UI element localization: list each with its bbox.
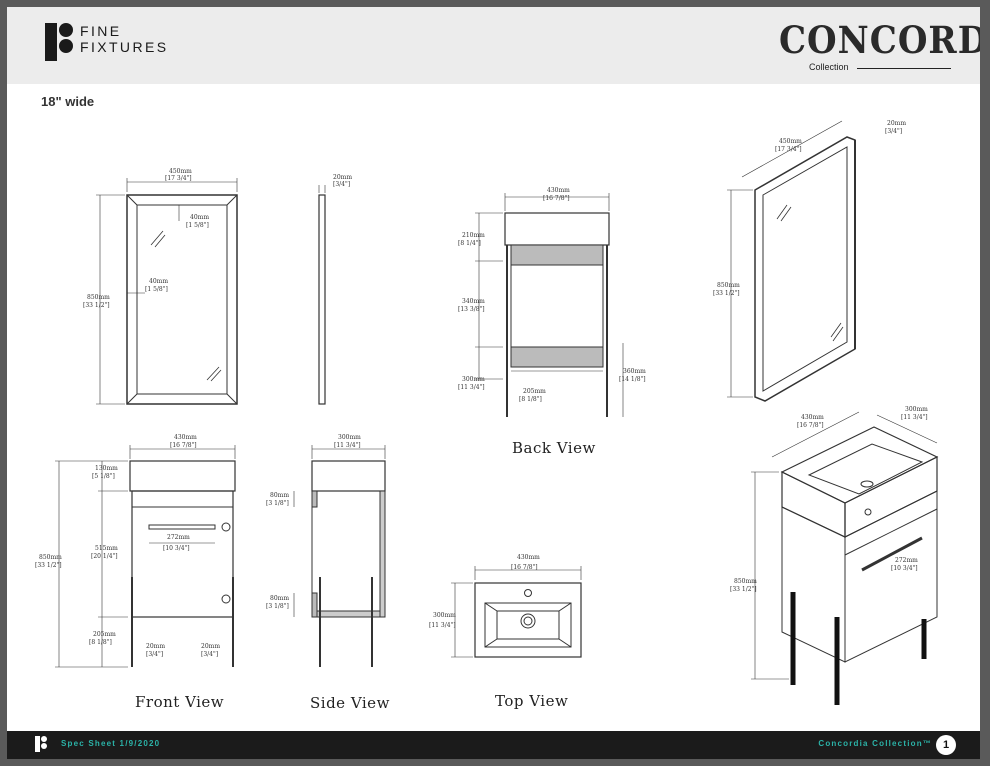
mirror-height-label: 850mm xyxy=(87,294,110,301)
back-leg-height-inch-label: [14 1/8"] xyxy=(619,376,646,383)
back-top-label: 210mm xyxy=(462,232,485,239)
mirror-frame-label: 40mm xyxy=(190,214,209,221)
front-handle-inch-label: [10 3/4"] xyxy=(163,545,190,552)
front-cabinet-inch-label: [20 1/4"] xyxy=(91,553,118,560)
technical-drawings: 450mm [17 3/4"] 40mm [1 5/8"] 40mm [1 5/… xyxy=(35,120,939,705)
brand-name-line1: FINE xyxy=(80,23,122,39)
concordia-logo: CONCORDIA Collection xyxy=(779,19,980,79)
mirror-frame-inch-label: [1 5/8"] xyxy=(186,222,209,229)
fine-fixtures-footer-logo-icon xyxy=(35,736,47,752)
back-inner-width-inch-label: [8 1/8"] xyxy=(519,396,542,403)
collection-word: Collection xyxy=(809,62,849,72)
front-leg-label: 205mm xyxy=(93,631,116,638)
mirror-side-frame-inch-label: [1 5/8"] xyxy=(145,286,168,293)
mirror-side-frame-label: 40mm xyxy=(149,278,168,285)
footer-spec-date: Spec Sheet 1/9/2020 xyxy=(61,739,161,748)
front-leg-inch-label: [8 1/8"] xyxy=(89,639,112,646)
mirror-depth-label: 20mm xyxy=(333,174,352,181)
back-width-inch-label: [16 7/8"] xyxy=(543,195,570,202)
side-depth-inch-label: [11 3/4"] xyxy=(334,442,361,449)
brand-name: FINE FIXTURES xyxy=(80,23,168,55)
top-view-label: Top View xyxy=(495,692,569,710)
fine-fixtures-logo-icon xyxy=(45,23,73,61)
back-mid-inch-label: [13 3/8"] xyxy=(458,306,485,313)
front-height-inch-label: [33 1/2"] xyxy=(35,562,62,569)
front-view-drawing xyxy=(55,445,236,668)
persp-mirror-depth-label: 20mm xyxy=(887,120,906,127)
side-top-rail-inch-label: [3 1/8"] xyxy=(266,500,289,507)
top-depth-inch-label: [11 3/4"] xyxy=(429,622,456,629)
vanity-perspective-drawing xyxy=(751,411,939,705)
side-top-rail-label: 80mm xyxy=(270,492,289,499)
spec-sheet-page: FINE FIXTURES CONCORDIA Collection 18" w… xyxy=(7,7,980,759)
front-leg-width-right-label: 20mm xyxy=(201,643,220,650)
front-top-label: 130mm xyxy=(95,465,118,472)
side-bottom-rail-inch-label: [3 1/8"] xyxy=(266,603,289,610)
persp-mirror-depth-inch-label: [3/4"] xyxy=(885,128,902,135)
back-leg-inch-label: [11 3/4"] xyxy=(458,384,485,391)
mirror-front-drawing xyxy=(96,178,238,405)
mirror-side-drawing xyxy=(318,185,326,405)
front-handle-label: 272mm xyxy=(167,534,190,541)
persp-handle-inch-label: [10 3/4"] xyxy=(891,565,918,572)
side-view-label: Side View xyxy=(310,694,390,712)
page-subtitle: 18" wide xyxy=(41,94,95,109)
mirror-height-inch-label: [33 1/2"] xyxy=(83,302,110,309)
persp-vanity-width-inch-label: [16 7/8"] xyxy=(797,422,824,429)
concordia-word: CONCORDIA xyxy=(779,19,980,63)
persp-vanity-height-label: 850mm xyxy=(734,578,757,585)
top-view-drawing xyxy=(451,566,582,658)
back-view-drawing xyxy=(475,193,624,417)
front-height-label: 850mm xyxy=(39,554,62,561)
persp-mirror-height-label: 850mm xyxy=(717,282,740,289)
back-view-label: Back View xyxy=(512,439,596,457)
persp-vanity-width-label: 430mm xyxy=(801,414,824,421)
mirror-width-label: 450mm xyxy=(169,168,192,175)
mirror-width-inch-label: [17 3/4"] xyxy=(165,175,192,182)
header: FINE FIXTURES CONCORDIA Collection xyxy=(7,7,980,84)
side-depth-label: 300mm xyxy=(338,434,361,441)
persp-mirror-height-inch-label: [33 1/2"] xyxy=(713,290,740,297)
persp-vanity-depth-inch-label: [11 3/4"] xyxy=(901,414,928,421)
persp-handle-label: 272mm xyxy=(895,557,918,564)
persp-mirror-width-label: 450mm xyxy=(779,138,802,145)
brand-name-line2: FIXTURES xyxy=(80,39,169,55)
front-leg-width-left-label: 20mm xyxy=(146,643,165,650)
front-leg-width-right-inch-label: [3/4"] xyxy=(201,651,218,658)
front-cabinet-label: 515mm xyxy=(95,545,118,552)
top-width-inch-label: [16 7/8"] xyxy=(511,564,538,571)
top-depth-label: 300mm xyxy=(433,612,456,619)
back-mid-label: 340mm xyxy=(462,298,485,305)
side-bottom-rail-label: 80mm xyxy=(270,595,289,602)
back-width-label: 430mm xyxy=(547,187,570,194)
front-top-inch-label: [5 1/8"] xyxy=(92,473,115,480)
side-view-drawing xyxy=(293,445,386,667)
collection-underline xyxy=(857,68,951,69)
back-inner-width-label: 205mm xyxy=(523,388,546,395)
footer-collection: Concordia Collection™ xyxy=(818,739,932,748)
top-width-label: 430mm xyxy=(517,554,540,561)
back-leg-label: 300mm xyxy=(462,376,485,383)
back-leg-height-label: 360mm xyxy=(623,368,646,375)
front-width-inch-label: [16 7/8"] xyxy=(170,442,197,449)
mirror-depth-inch-label: [3/4"] xyxy=(333,181,350,188)
front-view-label: Front View xyxy=(135,693,225,711)
persp-mirror-width-inch-label: [17 3/4"] xyxy=(775,146,802,153)
front-leg-width-left-inch-label: [3/4"] xyxy=(146,651,163,658)
persp-vanity-depth-label: 300mm xyxy=(905,406,928,413)
mirror-perspective-drawing xyxy=(727,120,856,402)
persp-vanity-height-inch-label: [33 1/2"] xyxy=(730,586,757,593)
front-width-label: 430mm xyxy=(174,434,197,441)
back-top-inch-label: [8 1/4"] xyxy=(458,240,481,247)
footer: Spec Sheet 1/9/2020 Concordia Collection… xyxy=(7,731,980,759)
page-number-badge: 1 xyxy=(936,735,956,755)
